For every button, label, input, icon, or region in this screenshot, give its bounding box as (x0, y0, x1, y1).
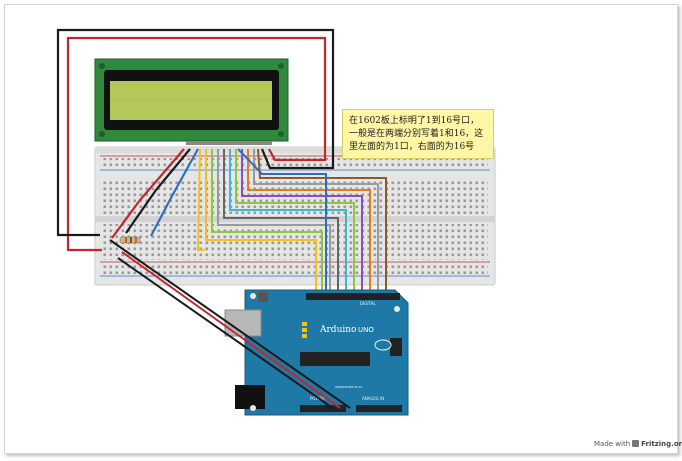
fritzing-logo-icon (632, 440, 640, 447)
digital-header-label: DIGITAL (360, 301, 376, 306)
pin-annotation-note: 在1602板上标明了1到16号口，一般是在两端分别写着1和16，这里左面的为1口… (342, 109, 494, 159)
fritzing-credit: Made with Fritzing.org (594, 440, 682, 448)
lcd-screen (110, 81, 272, 120)
made-with-label: Made with (594, 440, 631, 448)
arduino-uno-board (224, 289, 409, 416)
signal-wires (196, 148, 387, 297)
arduino-power-wires (109, 239, 351, 410)
arduino-site-label: www.arduino.cc (335, 385, 363, 389)
fritzing-brand-label: Fritzing.org (641, 440, 682, 448)
analog-header-label: ANALOG IN (362, 396, 384, 401)
potentiometer (119, 236, 141, 244)
lcd-1602-module (94, 58, 289, 145)
arduino-model-label: UNO (358, 326, 374, 334)
arduino-brand-label: Arduino (319, 325, 356, 335)
power-wires (56, 28, 335, 252)
